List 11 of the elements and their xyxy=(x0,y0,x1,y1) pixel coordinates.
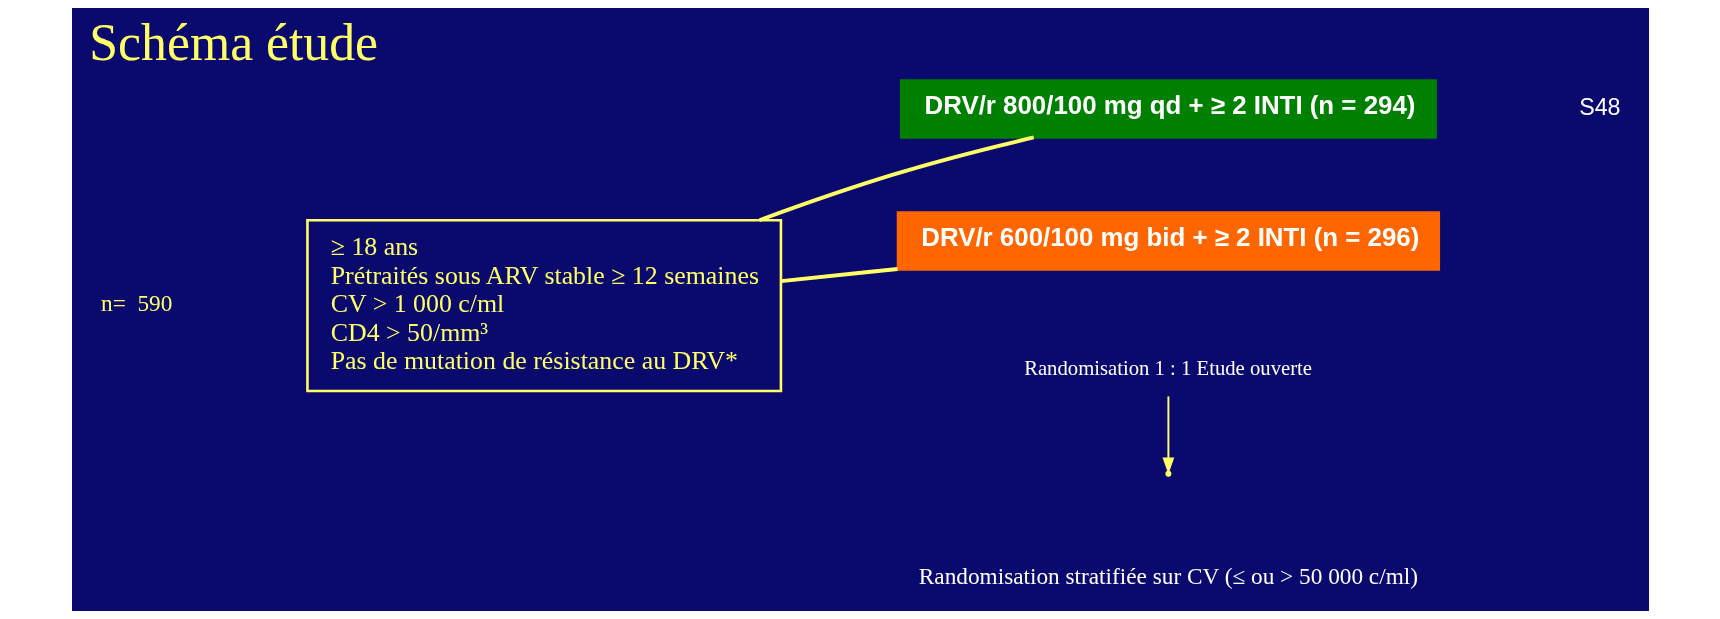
arrow xyxy=(1162,395,1174,475)
connector xyxy=(758,135,1034,223)
node-text: Randomisation 1 : 1 Etude ouverte xyxy=(1023,357,1312,380)
label: n= 590 xyxy=(100,290,172,317)
label: S48 xyxy=(1578,93,1621,120)
caption: Randomisation stratifiée sur CV (≤ ou > 50 000 c/ml) xyxy=(918,563,1418,590)
diagram-title: Schéma étude xyxy=(88,13,378,71)
node-box: DRV/r 800/100 mg qd + ≥ 2 INTI (n = 294) xyxy=(899,79,1437,139)
node-box: DRV/r 600/100 mg bid + ≥ 2 INTI (n = 296) xyxy=(896,211,1440,271)
node-box: ≥ 18 ans Prétraités sous ARV stable ≥ 12 semaines CV > 1 000 c/ml CD4 > 50/mm³ Pas de mutation de résistance au DRV* xyxy=(305,218,782,393)
connector xyxy=(780,267,898,283)
